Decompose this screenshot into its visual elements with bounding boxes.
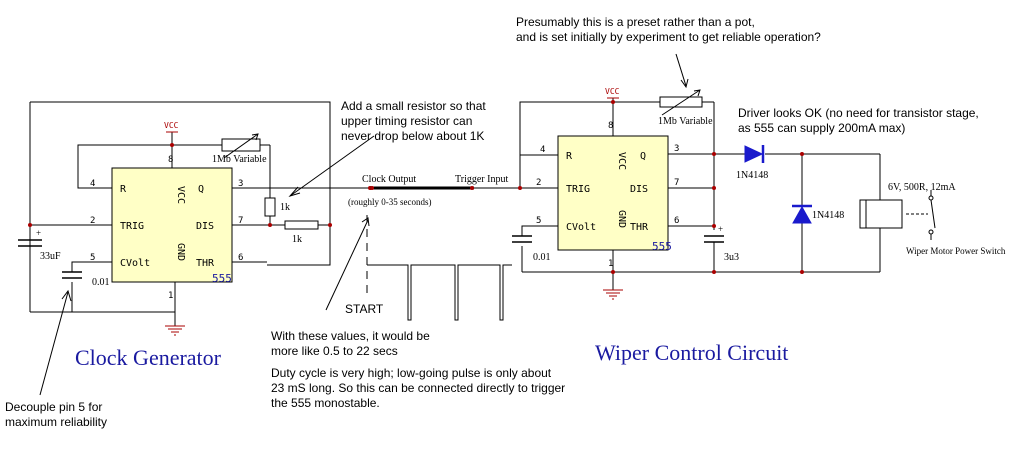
resistor-1k-horizontal-label: 1k (292, 234, 302, 245)
cap-001-wiper-label: 0.01 (533, 252, 551, 263)
note-values-line1: With these values, it would be (271, 329, 430, 343)
clock-generator-title: Clock Generator (75, 345, 222, 370)
note-values-line2: more like 0.5 to 22 secs (271, 344, 398, 358)
note-preset-line2: and is set initially by experiment to ge… (516, 30, 821, 44)
chip-555-clock: 4 8 2 5 1 3 7 6 R TRIG CVolt Q DIS THR V… (90, 155, 243, 301)
variable-resistor-1 (221, 133, 261, 159)
ground-symbol-clock (165, 325, 185, 336)
chip1-pin4-num: 4 (90, 179, 95, 189)
diode-1-label: 1N4148 (736, 170, 768, 181)
trigger-input-label: Trigger Input (455, 174, 508, 185)
chip2-pin3-num: 3 (674, 144, 679, 154)
note-driver-line1: Driver looks OK (no need for transistor … (738, 106, 979, 120)
chip1-pin6-num: 6 (238, 253, 243, 263)
chip2-pin4-num: 4 (540, 145, 545, 155)
capacitor-33uf (18, 239, 42, 247)
chip2-pin6-num: 6 (674, 216, 679, 226)
note-duty-line2: 23 mS long. So this can be connected dir… (271, 381, 565, 395)
diode-1n4148-series (744, 145, 765, 163)
chip1-q-label: Q (198, 184, 204, 195)
note-resistor-line1: Add a small resistor so that (341, 99, 486, 113)
chip1-cvolt-label: CVolt (120, 258, 150, 269)
cap-3u3-plus: + (718, 224, 723, 234)
cap-3u3-label: 3u3 (724, 252, 739, 263)
chip1-pin3-num: 3 (238, 179, 243, 189)
pulse-waveform (366, 215, 512, 321)
relay-coil (859, 199, 903, 229)
diode-1n4148-flyback (792, 204, 812, 224)
chip1-pin8-num: 8 (168, 155, 173, 165)
chip2-gnd-label: GND (616, 210, 627, 228)
note-duty-line1: Duty cycle is very high; low-going pulse… (271, 366, 552, 380)
wiper-control-title: Wiper Control Circuit (595, 340, 788, 365)
chip2-pin1-num: 1 (608, 259, 613, 269)
capacitor-001-clock (62, 271, 82, 279)
roughly-label: (roughly 0-35 seconds) (348, 197, 431, 207)
variable-resistor-2 (659, 89, 703, 116)
chip1-part-label: 555 (212, 272, 232, 285)
chip2-trig-label: TRIG (566, 184, 590, 195)
note-resistor-line2: upper timing resistor can (341, 114, 472, 128)
chip2-part-label: 555 (652, 240, 672, 253)
chip2-dis-label: DIS (630, 184, 648, 195)
note-driver-line2: as 555 can supply 200mA max) (738, 121, 905, 135)
resistor-1k-vertical (264, 197, 276, 217)
chip1-r-label: R (120, 184, 127, 195)
ground-symbol-wiper (603, 289, 623, 300)
capacitor-001-wiper (512, 235, 532, 243)
chip2-vcc-label: VCC (616, 152, 627, 170)
chip2-pin7-num: 7 (674, 178, 679, 188)
note-resistor-line3: never drop below about 1K (341, 129, 484, 143)
resistor-1k-horizontal (284, 220, 319, 230)
chip1-gnd-label: GND (175, 243, 186, 261)
resistor-1k-vertical-label: 1k (280, 202, 290, 213)
note-duty-line3: the 555 monostable. (271, 396, 380, 410)
chip2-thr-label: THR (630, 222, 649, 233)
chip2-q-label: Q (640, 151, 646, 162)
capacitor-3u3 (704, 235, 724, 243)
chip2-pin5-num: 5 (536, 216, 541, 226)
annotation-arrows (39, 53, 689, 396)
vcc-label-clock: VCC (164, 121, 179, 130)
chip2-pin8-num: 8 (608, 121, 613, 131)
diode-2-label: 1N4148 (812, 210, 844, 221)
chip1-pin5-num: 5 (90, 253, 95, 263)
chip2-r-label: R (566, 151, 573, 162)
note-decouple-line2: maximum reliability (5, 415, 107, 429)
chip1-dis-label: DIS (196, 221, 214, 232)
clock-output-label: Clock Output (362, 174, 416, 185)
note-preset-line1: Presumably this is a preset rather than … (516, 15, 755, 29)
switch-label: Wiper Motor Power Switch (906, 246, 1006, 256)
start-label: START (345, 302, 384, 316)
chip1-pin1-num: 1 (168, 291, 173, 301)
chip2-cvolt-label: CVolt (566, 222, 596, 233)
var-resistor-2-label: 1Mb Variable (658, 116, 713, 127)
link-endpoints (370, 186, 474, 190)
cap-33uf-plus: + (36, 228, 41, 238)
vcc-label-wiper: VCC (605, 87, 620, 96)
chip1-vcc-label: VCC (175, 186, 186, 204)
chip1-thr-label: THR (196, 258, 215, 269)
var-resistor-1-label: 1Mb Variable (212, 154, 267, 165)
chip2-pin2-num: 2 (536, 178, 541, 188)
cap-33uf-label: 33uF (40, 251, 61, 262)
chip1-pin2-num: 2 (90, 216, 95, 226)
chip-555-wiper: 4 8 2 5 1 3 7 6 R TRIG CVolt Q DIS THR V… (536, 121, 679, 269)
cap-001-clock-label: 0.01 (92, 277, 110, 288)
note-decouple-line1: Decouple pin 5 for (5, 400, 102, 414)
relay-switch-contacts (906, 190, 936, 240)
junction-dots-wiper (518, 100, 804, 274)
chip1-trig-label: TRIG (120, 221, 144, 232)
chip1-pin7-num: 7 (238, 216, 243, 226)
relay-label: 6V, 500R, 12mA (888, 182, 956, 193)
